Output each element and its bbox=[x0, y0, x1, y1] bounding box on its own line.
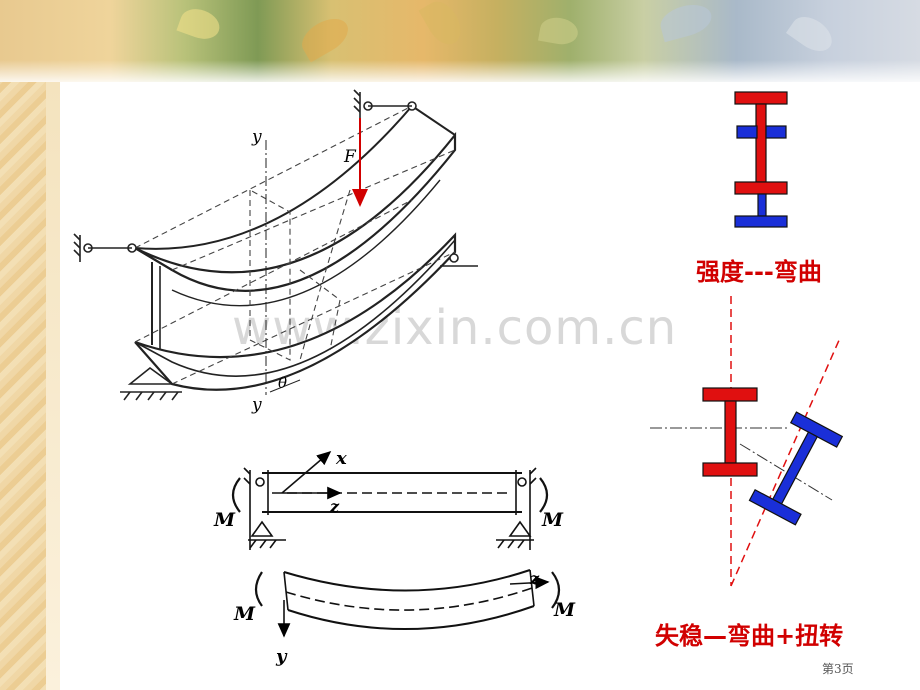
label-z-top: z bbox=[329, 497, 340, 516]
label-moment-left-top: M bbox=[213, 509, 236, 531]
label-moment-right-top: M bbox=[541, 509, 564, 531]
label-y-bottom: y bbox=[251, 395, 262, 415]
z-axis-arrow-bottom bbox=[509, 576, 550, 590]
bent-beam bbox=[254, 569, 561, 630]
label-force: F bbox=[343, 147, 357, 167]
caption-strength: 强度---弯曲 bbox=[696, 258, 822, 286]
label-y-top: y bbox=[251, 127, 262, 147]
left-decor-gradient bbox=[46, 82, 60, 690]
x-axis-arrow bbox=[281, 450, 332, 494]
straight-beam bbox=[231, 467, 549, 550]
label-theta: θ bbox=[278, 374, 287, 392]
section-strength bbox=[734, 91, 788, 228]
label-moment-left-bottom: M bbox=[233, 603, 256, 625]
label-x: x bbox=[335, 448, 347, 469]
i-beam-3d bbox=[73, 89, 478, 401]
page-number: 第3页 bbox=[822, 662, 854, 676]
caption-instability: 失稳—弯曲+扭转 bbox=[655, 622, 844, 650]
left-decor-strip bbox=[0, 0, 46, 690]
banner-fade bbox=[0, 60, 920, 82]
label-y-axis-bottom: y bbox=[275, 646, 288, 667]
label-z-bottom: z bbox=[529, 569, 540, 588]
section-instability bbox=[650, 296, 844, 587]
label-moment-right-bottom: M bbox=[553, 599, 576, 621]
